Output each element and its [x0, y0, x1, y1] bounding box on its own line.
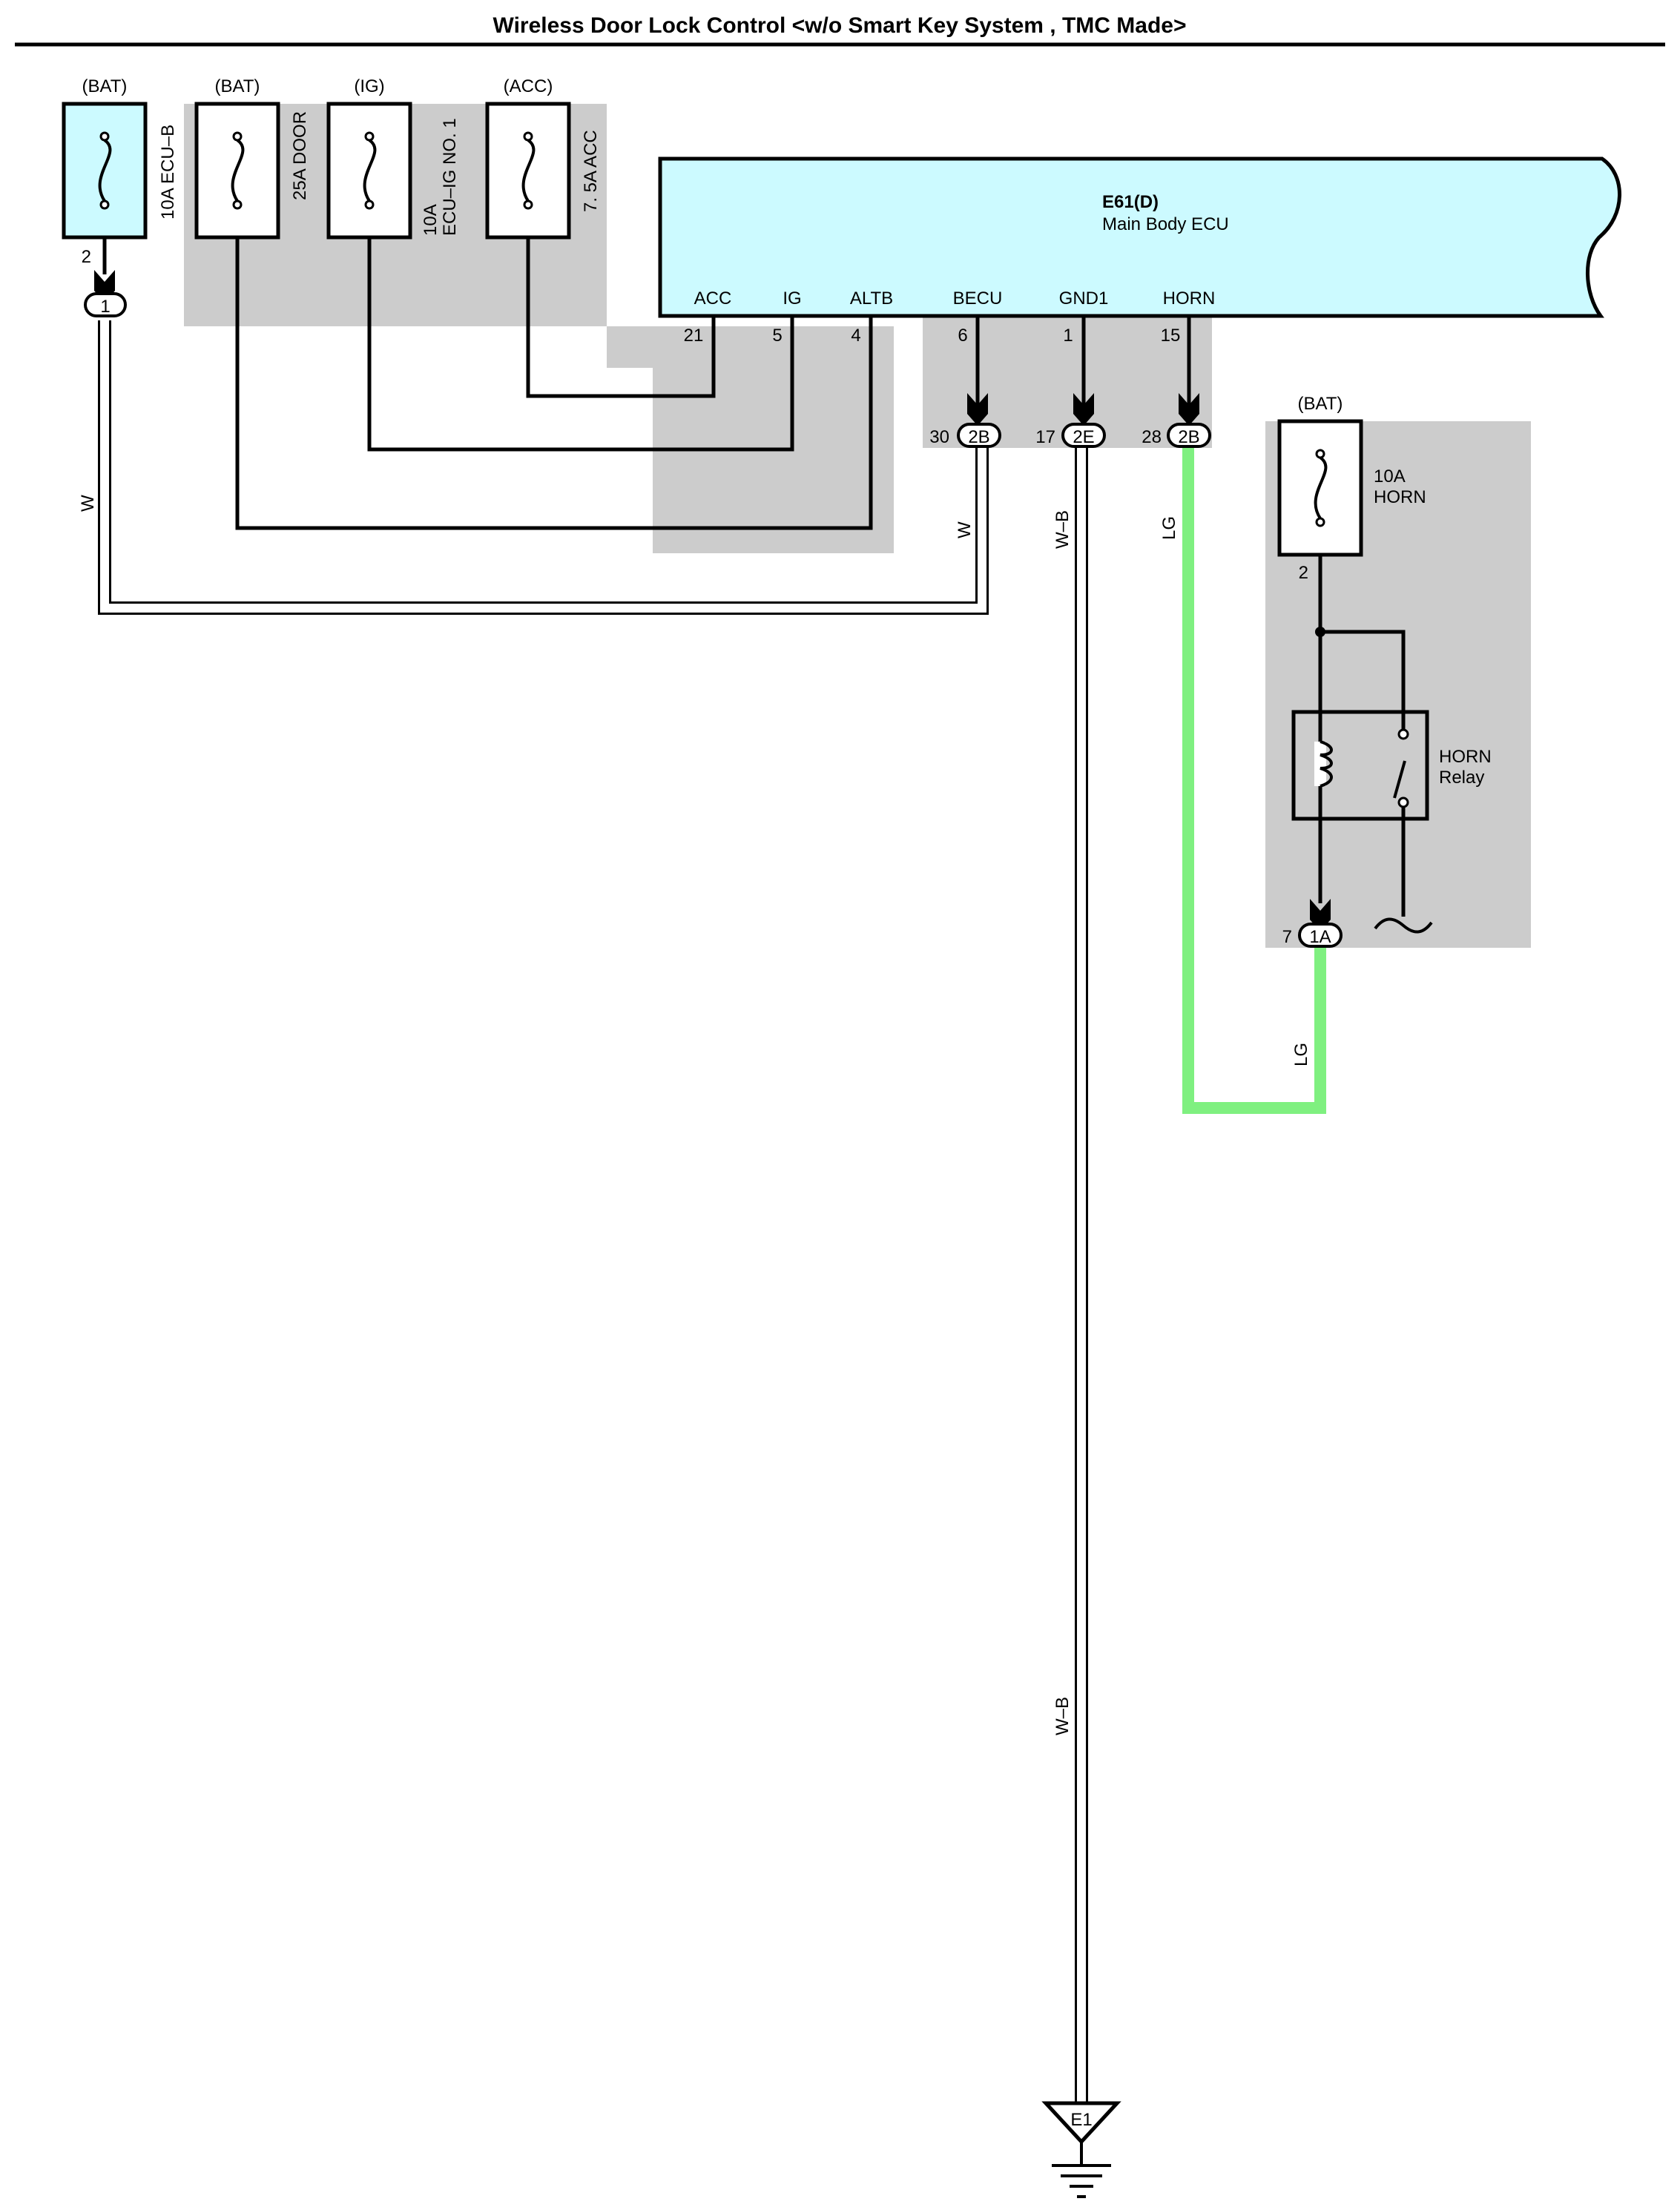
arrow-icon — [1073, 393, 1094, 426]
ecu-terminal-acc: ACC — [694, 288, 732, 309]
connector-1a — [1298, 923, 1343, 948]
wire-color-label: W — [955, 521, 975, 538]
horn-relay-name: HORN — [1439, 747, 1492, 767]
ecu-pin-becu: 6 — [958, 326, 967, 346]
horn-relay — [1291, 710, 1429, 821]
fuse-source-label: (BAT) — [82, 76, 128, 96]
horn-fuse-rating: 10A — [1374, 466, 1406, 486]
ecu-terminal-altb: ALTB — [850, 288, 893, 309]
fuse-icon — [363, 131, 377, 210]
fuse-rating: 7. 5A ACC — [581, 130, 601, 212]
wire-color-label: W — [78, 495, 98, 512]
connector-pin: 7 — [1282, 927, 1292, 947]
relay-coil-icon — [1314, 740, 1333, 788]
junction-connector-id: 2B — [1178, 427, 1199, 447]
connector-id: 1 — [100, 297, 110, 317]
fuse-icon — [98, 131, 112, 210]
ecu-pin-acc: 21 — [684, 326, 704, 346]
wire-horn-branch — [1320, 630, 1406, 730]
ecu-terminal-ig: IG — [783, 288, 801, 309]
arrow-icon — [1179, 393, 1199, 426]
ground-label: E1 — [1070, 2110, 1092, 2130]
wire-w-core — [100, 320, 986, 613]
wire-color-label: LG — [1159, 516, 1179, 540]
junction-connector-pin: 30 — [929, 427, 949, 447]
fuse-rating: 10A ECU–B — [158, 125, 178, 220]
horn-fuse-name: HORN — [1374, 487, 1426, 507]
ecu-name: Main Body ECU — [1102, 214, 1229, 234]
fuse-name: ECU–IG NO. 1 — [440, 118, 460, 236]
wire-altb — [235, 205, 873, 530]
junction-block-ecu-area — [923, 316, 1212, 448]
fuse-icon — [1314, 449, 1328, 527]
horn-fuse-source: (BAT) — [1298, 394, 1343, 414]
fuse-rating: 25A DOOR — [290, 111, 310, 200]
junction-connector-id: 2E — [1073, 427, 1094, 447]
junction-connector-id: 2B — [968, 427, 989, 447]
junction-connector-pin: 28 — [1142, 427, 1162, 447]
ecu-pin-horn: 15 — [1161, 326, 1181, 346]
arrow-icon — [967, 393, 988, 426]
fuse-icon — [231, 131, 245, 210]
connector-id: 1A — [1309, 927, 1331, 947]
fuse-source-label: (IG) — [354, 76, 384, 96]
ecu-code: E61(D) — [1102, 192, 1159, 212]
fuse-rating: 10A — [421, 204, 441, 236]
ecu-terminal-gnd1: GND1 — [1059, 288, 1109, 309]
fuse-source-label: (ACC) — [504, 76, 553, 96]
connector-1 — [84, 292, 127, 317]
wire-color-label: W–B — [1053, 1697, 1073, 1735]
ecu-pin-altb: 4 — [851, 326, 860, 346]
wire-color-label: LG — [1291, 1043, 1311, 1066]
ground-icon — [1052, 2142, 1111, 2198]
junction-connector-pin: 17 — [1035, 427, 1055, 447]
wire-ig — [367, 205, 794, 452]
ecu-terminal-horn: HORN — [1163, 288, 1216, 309]
junction-connector-2b-becu — [957, 423, 1001, 448]
ecu-box — [658, 156, 1621, 318]
fuse-pin: 2 — [82, 247, 91, 267]
ground-triangle — [1041, 2101, 1121, 2145]
diagram-title: Wireless Door Lock Control <w/o Smart Ke… — [493, 13, 1187, 38]
fuse-source-label: (BAT) — [215, 76, 260, 96]
wire-acc — [526, 205, 716, 398]
ecu-pin-ig: 5 — [772, 326, 782, 346]
wire-lg — [1182, 441, 1326, 1114]
ecu-pin-gnd1: 1 — [1063, 326, 1073, 346]
horn-fuse-pin: 2 — [1299, 563, 1308, 583]
wire-color-label: W–B — [1053, 510, 1073, 549]
junction-connector-2e-gnd — [1061, 423, 1106, 448]
fuse-icon — [521, 131, 536, 210]
horn-relay-word: Relay — [1439, 768, 1484, 788]
continuation-icon — [1374, 917, 1433, 934]
ecu-terminal-becu: BECU — [953, 288, 1003, 309]
junction-connector-2b-horn — [1167, 423, 1211, 448]
